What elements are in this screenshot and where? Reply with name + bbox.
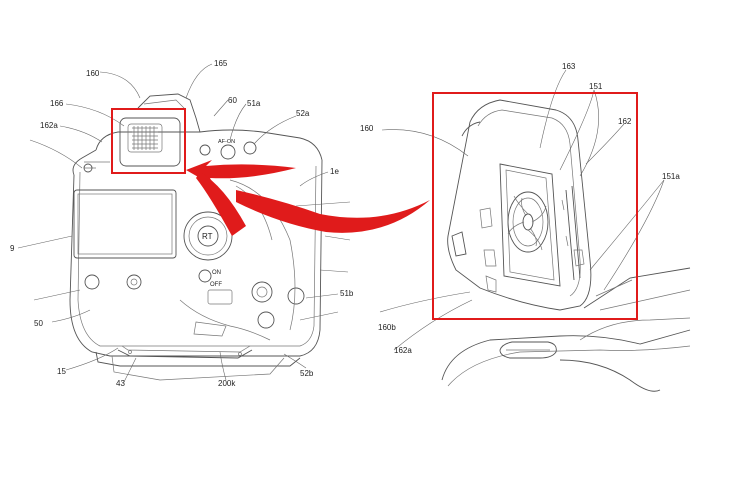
label-60: 60 [228, 96, 237, 105]
power-switch [198, 269, 212, 283]
on-label: ON [212, 270, 221, 276]
label-162a-left: 162a [40, 121, 58, 130]
eyepiece [119, 117, 181, 167]
label-52a: 52a [296, 109, 310, 118]
button-right [126, 274, 142, 290]
eyepiece-window [127, 123, 163, 153]
rt-button-label: RT [202, 232, 213, 241]
label-200k: 200k [218, 379, 236, 388]
highlight-annotations [111, 92, 638, 320]
camera-back-view: RT ON OFF AF-ON [69, 93, 323, 381]
eyepiece-detail-view [441, 99, 691, 392]
left-labels: 160 165 166 60 51a 52a 162a 1e 9 50 15 4… [10, 59, 354, 388]
label-160-right: 160 [360, 124, 374, 133]
label-50: 50 [34, 319, 43, 328]
label-52b: 52b [300, 369, 314, 378]
label-43: 43 [116, 379, 125, 388]
label-151a: 151a [662, 172, 680, 181]
label-15: 15 [57, 367, 66, 376]
label-165: 165 [214, 59, 228, 68]
label-163: 163 [562, 62, 576, 71]
highlight-arrow-upper [186, 160, 296, 186]
label-160b: 160b [378, 323, 396, 332]
label-166: 166 [50, 99, 64, 108]
button-left [84, 274, 100, 290]
right-leader-lines [379, 69, 665, 351]
right-labels: 160 163 151 162 151a 160b 162a [360, 62, 680, 355]
label-51b: 51b [340, 289, 354, 298]
label-9: 9 [10, 244, 15, 253]
off-label: OFF [210, 282, 222, 288]
lcd-screen [73, 189, 177, 259]
highlight-arrow-lower [196, 172, 246, 236]
af-on-label: AF-ON [218, 139, 235, 145]
label-162: 162 [618, 117, 632, 126]
left-leader-lines [17, 63, 351, 383]
eyepiece-inner-window [499, 163, 561, 287]
label-151: 151 [589, 82, 603, 91]
label-1e: 1e [330, 167, 339, 176]
highlight-box-right [432, 92, 638, 320]
af-on-button [220, 144, 236, 160]
multi-controller [251, 281, 273, 303]
label-160-left: 160 [86, 69, 100, 78]
label-51a: 51a [247, 99, 261, 108]
highlight-box-left [111, 108, 186, 174]
label-162a-right: 162a [394, 346, 412, 355]
eyepiece-fan [507, 191, 549, 253]
highlight-arrow-swoosh [236, 190, 430, 233]
